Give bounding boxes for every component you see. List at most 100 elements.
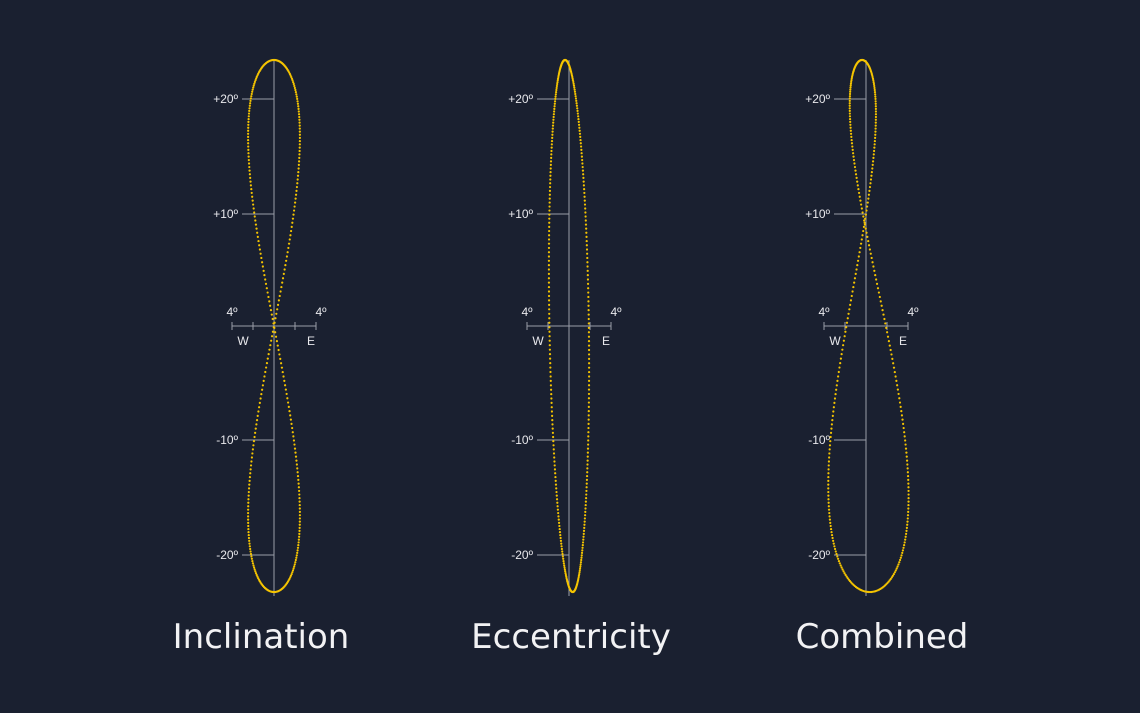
curve-point [283,379,286,382]
curve-point [582,176,585,180]
curve-point [298,497,301,500]
curve-point [258,401,261,404]
curve-point [855,176,858,180]
curve-point [578,572,581,576]
curve-point [897,392,900,396]
curve-point [557,515,560,518]
curve-point [556,82,559,86]
curve-point [552,121,555,124]
curve-point [829,440,832,443]
curve-point [907,478,910,481]
curve-point [556,81,559,84]
curve-point [553,464,556,467]
curve-point [291,221,294,224]
curve-point [298,510,301,513]
label-lat-plus20: +20º [213,92,238,106]
curve-point [827,498,830,501]
curve-point [561,555,564,558]
curve-point [550,149,553,153]
curve-point [905,455,908,458]
curve-point [837,560,841,563]
curve-point [564,573,567,577]
curve-point [582,532,585,535]
curve-point [252,564,255,567]
curve-point [584,219,587,222]
curve-point [850,77,853,80]
curve-point [863,221,866,224]
curve-point [281,370,284,374]
curve-point [298,523,301,526]
curve-point [548,201,551,204]
curve-point [298,156,301,159]
curve-point [843,335,846,338]
curve-point [849,82,853,85]
label-lon-west: 4º [226,305,238,319]
curve-point [250,460,253,463]
curve-point [901,549,905,552]
curve-point [247,158,250,162]
curve-point [888,344,891,347]
curve-point [547,285,551,289]
curve-point [581,544,584,547]
curve-point [896,388,899,391]
curve-point [587,379,591,382]
curve-point [903,541,906,544]
curve-point [552,113,555,116]
curve-point [556,79,559,82]
curve-point [904,538,907,541]
curve-point [587,397,591,400]
curve-point [550,397,553,400]
curve-point [561,550,564,553]
curve-point [550,146,553,149]
curve-point [862,229,865,233]
curve-point [898,558,902,562]
curve-point [849,84,852,87]
curve-point [555,91,558,94]
curve-point [287,401,290,404]
curve-point [839,564,842,567]
curve-point [578,132,582,135]
curve-point [587,392,591,396]
curve-point [866,201,869,204]
curve-point [858,251,861,254]
curve-point [572,80,575,84]
curve-point [548,312,551,315]
curve-point [857,191,861,195]
curve-point [578,571,581,574]
curve-point [282,272,285,275]
curve-point [577,115,580,118]
curve-point [897,563,900,566]
curve-point [873,149,876,153]
curve-point [851,290,854,293]
curve-point [874,118,877,121]
curve-point [553,105,556,108]
curve-point [549,182,552,185]
curve-point [294,88,297,92]
curve-point [583,520,586,523]
curve-point [848,107,851,110]
curve-point [547,268,551,271]
curve-point [829,524,832,528]
curve-point [902,546,905,549]
curve-point [837,557,840,560]
curve-point [579,563,582,566]
curve-point [554,472,557,475]
curve-point [906,514,910,517]
label-lon-east: 4º [315,305,327,319]
curve-point [837,370,840,374]
curve-point [256,235,259,239]
curve-point [899,405,902,408]
curve-point [286,397,289,400]
curve-point [587,331,591,334]
curve-point [294,91,297,94]
curve-point [827,460,831,463]
curve-point [905,451,908,454]
curve-point [867,197,870,200]
curve-point [298,489,301,493]
curve-point [579,142,582,145]
curve-point [827,487,830,490]
curve-point [861,234,864,237]
curve-point [827,490,830,494]
curve-point [284,384,287,387]
curve-point [248,483,251,486]
